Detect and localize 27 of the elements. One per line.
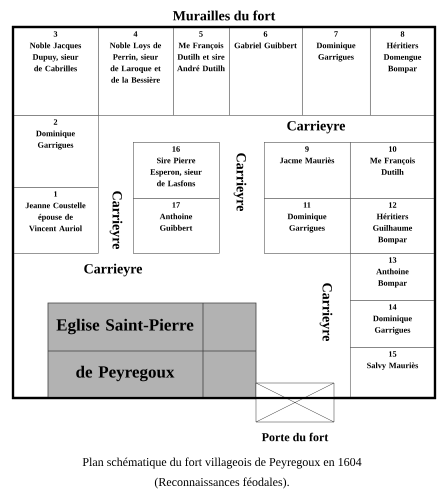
parcel-box: 14 Dominique Garrigues: [350, 300, 436, 348]
street-label: Carrieyre: [108, 190, 124, 250]
parcel-box: 3 Noble Jacques Dupuy, sieur de Cabrilles: [13, 27, 99, 116]
node-label: Murailles du fort: [172, 10, 276, 20]
parcel-box: 10 Me François Dutilh: [350, 142, 436, 199]
street-label: Carrieyre: [82, 262, 144, 278]
parcel-box: 12 Héritiers Guilhaume Bompar: [350, 198, 436, 254]
parcel-box: 16 Sire Pierre Esperon, sieur de Lasfons: [133, 142, 220, 199]
gate-label: Porte du fort: [262, 432, 328, 442]
parcel-box: 5 Me François Dutilh et sire André Dutilh: [173, 27, 230, 116]
parcel-box: 7 Dominique Garrigues: [302, 27, 371, 116]
parcel-box: 15 Salvy Mauriès: [350, 347, 436, 399]
caption: Plan schématique du fort villageois de Peyregoux en 1604 (Reconnaissances féodales).: [82, 458, 362, 488]
gate-drawing: [256, 382, 334, 422]
parcel-box: 11 Dominique Garrigues: [264, 198, 351, 254]
parcel-box: 2 Dominique Garrigues: [13, 115, 99, 188]
church-block: Eglise Saint-Pierre de Peyregoux: [48, 302, 256, 398]
parcel-box: 8 Héritiers Domengue Bompar: [370, 27, 436, 116]
parcel-box: 1 Jeanne Coustelle épouse de Vincent Auriol: [13, 187, 99, 254]
parcel-box: 17 Anthoine Guibbert: [133, 198, 220, 254]
street-label: Carrieyre: [286, 120, 346, 134]
street-label: Carrieyre: [318, 282, 334, 342]
parcel-box: 13 Anthoine Bompar: [350, 253, 436, 301]
parcel-box: 4 Noble Loys de Perrin, sieur de Laroque et de la Bessière: [98, 27, 174, 116]
parcel-box: 6 Gabriel Guibbert: [229, 27, 303, 116]
street-label: Carrieyre: [232, 152, 248, 212]
parcel-box: 9 Jacme Mauriès: [264, 142, 351, 199]
